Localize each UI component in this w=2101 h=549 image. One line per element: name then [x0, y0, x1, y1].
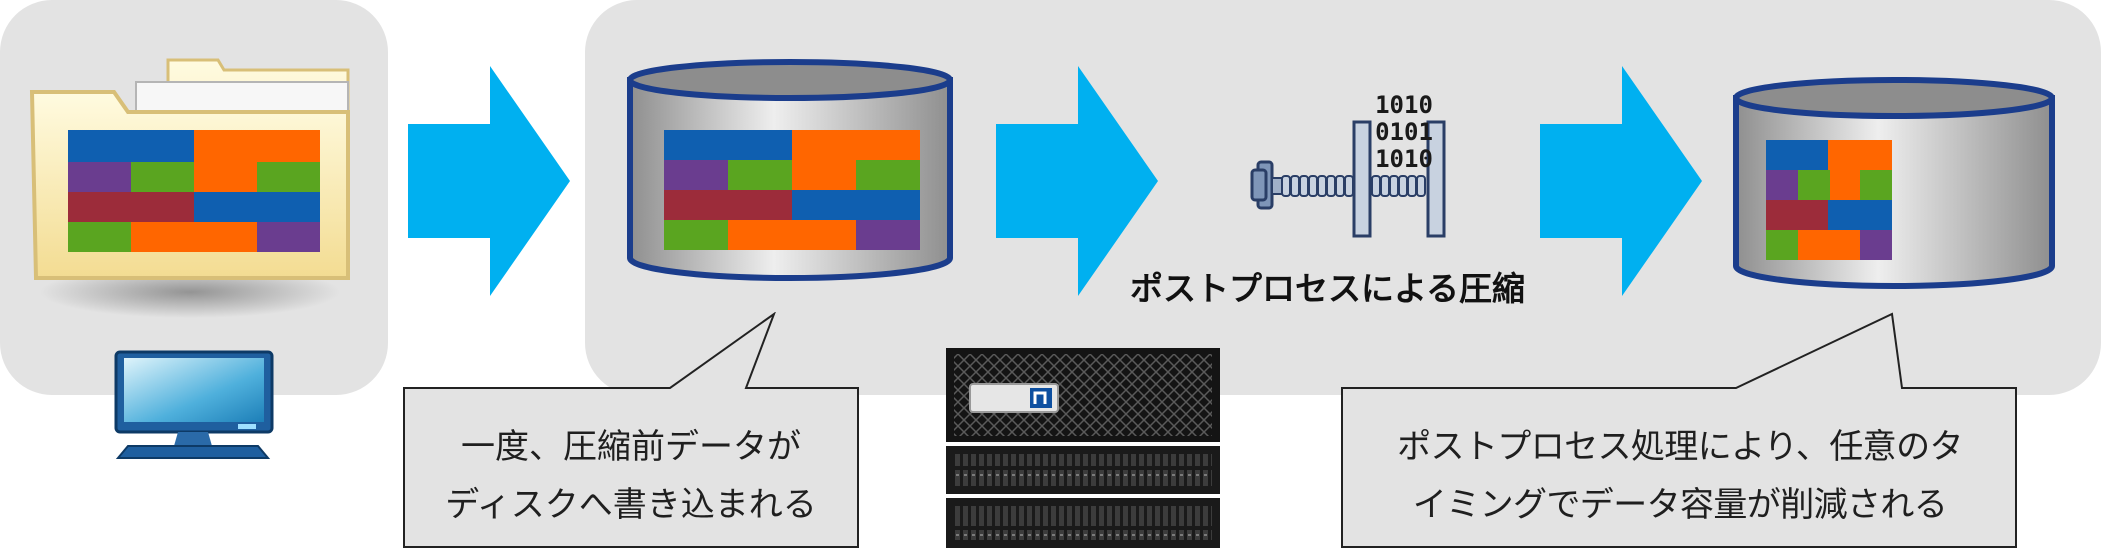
callout-left-line-1: 一度、圧縮前データが — [461, 427, 801, 467]
disk-icon — [627, 59, 953, 281]
folder-icon — [29, 58, 350, 318]
compression-vise-icon — [1250, 120, 1446, 238]
arrow-3-icon — [1540, 66, 1702, 296]
callout-left-line-2: ディスクへ書き込まれる — [445, 485, 817, 525]
binary-line-1: 1010 — [1375, 91, 1433, 119]
binary-line-2: 0101 — [1375, 118, 1433, 146]
storage-appliance-icon — [946, 348, 1220, 548]
callout-right-line-1: ポストプロセス処理により、任意のタ — [1397, 427, 1963, 467]
callout-right-line-2: イミングでデータ容量が削減される — [1412, 485, 1948, 525]
binary-line-3: 1010 — [1375, 145, 1433, 173]
compressed-disk-icon — [1733, 77, 2055, 289]
binary-data-text: 1010 0101 1010 — [1374, 92, 1434, 173]
compression-label: ポストプロセスによる圧縮 — [1130, 269, 1526, 308]
callout-left-bubble — [403, 312, 859, 548]
callout-right-text: ポストプロセス処理により、任意のタ イミングでデータ容量が削減される — [1344, 418, 2016, 534]
monitor-icon — [114, 350, 274, 459]
callout-right-bubble — [1341, 312, 2017, 548]
arrow-2-icon — [996, 66, 1158, 296]
callout-left-text: 一度、圧縮前データが ディスクへ書き込まれる — [404, 418, 858, 534]
arrow-1-icon — [408, 66, 570, 296]
